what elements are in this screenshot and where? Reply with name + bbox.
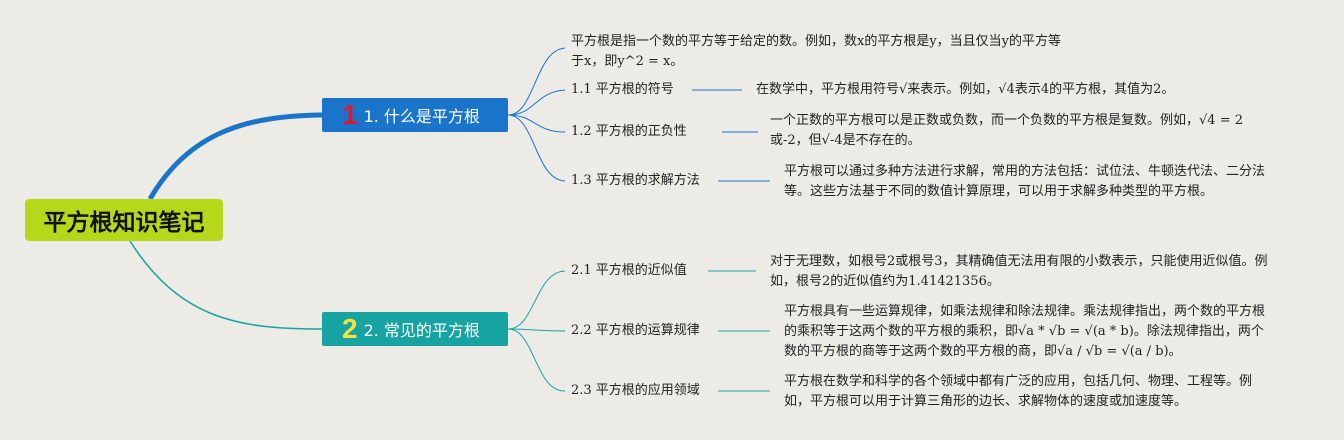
note-2-1: 对于无理数，如根号2或根号3，其精确值无法用有限的小数表示，只能使用近似值。例如… — [770, 254, 1268, 289]
note-1-2: 一个正数的平方根可以是正数或负数，而一个负数的平方根是复数。例如，√4 = 2或… — [770, 113, 1243, 148]
branch1-child3-link — [507, 114, 566, 182]
branch-number-1-icon: 1 — [342, 99, 358, 130]
root-title: 平方根知识笔记 — [43, 210, 205, 236]
leaf-1-2[interactable]: 1.2 平方根的正负性 — [571, 124, 687, 139]
branch-title-1: 1. 什么是平方根 — [363, 107, 480, 126]
leaf-2-2[interactable]: 2.2 平方根的运算规律 — [571, 323, 700, 338]
root-to-branch1-link — [147, 112, 323, 201]
leaf-2-3[interactable]: 2.3 平方根的应用领域 — [571, 383, 700, 398]
root-to-branch2-link — [129, 240, 323, 330]
branch2-child3-link — [507, 328, 566, 392]
leaf-1-3[interactable]: 1.3 平方根的求解方法 — [571, 173, 700, 188]
branch-node-1[interactable]: 1 1. 什么是平方根 — [322, 98, 508, 132]
branch2-child1-link — [507, 270, 566, 330]
branch1-intro-note: 平方根是指一个数的平方等于给定的数。例如，数x的平方根是y，当且仅当y的平方等于… — [571, 34, 1062, 69]
note-2-3: 平方根在数学和科学的各个领域中都有广泛的应用，包括几何、物理、工程等。例如，平方… — [784, 374, 1253, 409]
note-2-2: 平方根具有一些运算规律，如乘法规律和除法规律。乘法规律指出，两个数的平方根的乘积… — [784, 304, 1266, 359]
branch1-child2-link — [507, 114, 566, 133]
branch-node-2[interactable]: 2 2. 常见的平方根 — [322, 312, 508, 346]
branch1-child1-link — [507, 89, 566, 116]
branch1-intro-link — [507, 47, 566, 116]
leaf-2-1[interactable]: 2.1 平方根的近似值 — [571, 263, 687, 278]
note-1-1: 在数学中，平方根用符号√来表示。例如，√4表示4的平方根，其值为2。 — [756, 82, 1175, 97]
branch2-child2-link — [507, 328, 566, 332]
note-1-3: 平方根可以通过多种方法进行求解，常用的方法包括：试位法、牛顿迭代法、二分法等。这… — [784, 164, 1266, 199]
root-node[interactable]: 平方根知识笔记 — [25, 199, 223, 241]
branch-title-2: 2. 常见的平方根 — [363, 321, 480, 340]
leaf-1-1[interactable]: 1.1 平方根的符号 — [571, 82, 674, 97]
branch-number-2-icon: 2 — [342, 313, 358, 344]
